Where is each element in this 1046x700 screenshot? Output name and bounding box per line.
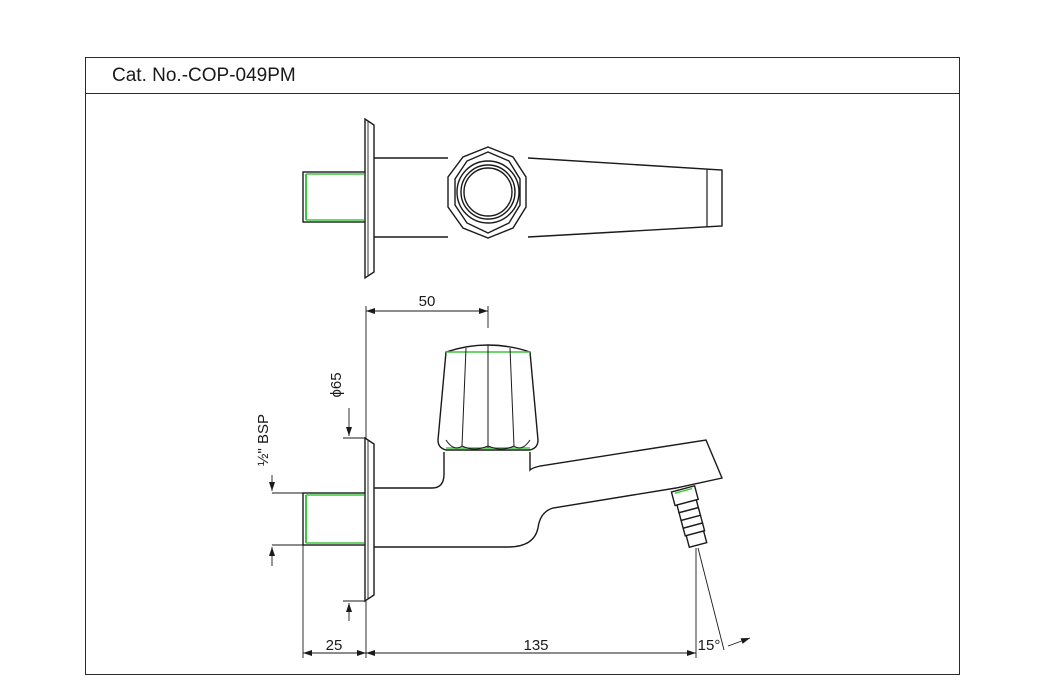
title-block: Cat. No.-COP-049PM xyxy=(86,58,959,94)
side-body xyxy=(374,439,723,548)
side-view xyxy=(302,344,723,603)
top-body xyxy=(374,157,723,238)
side-handle-knob xyxy=(437,344,539,451)
top-inlet-thread xyxy=(302,171,367,223)
drawing-sheet: Cat. No.-COP-049PM xyxy=(85,57,960,675)
dim-25-label: 25 xyxy=(326,637,343,654)
dim-angle-label: 15° xyxy=(698,637,721,654)
side-inlet-thread xyxy=(302,492,367,546)
catalog-number: Cat. No.-COP-049PM xyxy=(112,65,296,86)
dim-50-label: 50 xyxy=(419,293,436,310)
side-flange xyxy=(364,436,375,603)
top-handle-knob xyxy=(447,146,527,239)
dim-135-label: 135 xyxy=(523,637,548,654)
top-view xyxy=(302,117,723,280)
dim-bsp-label: ½" BSP xyxy=(255,414,272,466)
top-flange xyxy=(364,117,375,280)
dim-phi65-label: ϕ65 xyxy=(328,372,345,397)
hose-nozzle xyxy=(670,484,708,549)
dimension-lines xyxy=(269,306,751,658)
